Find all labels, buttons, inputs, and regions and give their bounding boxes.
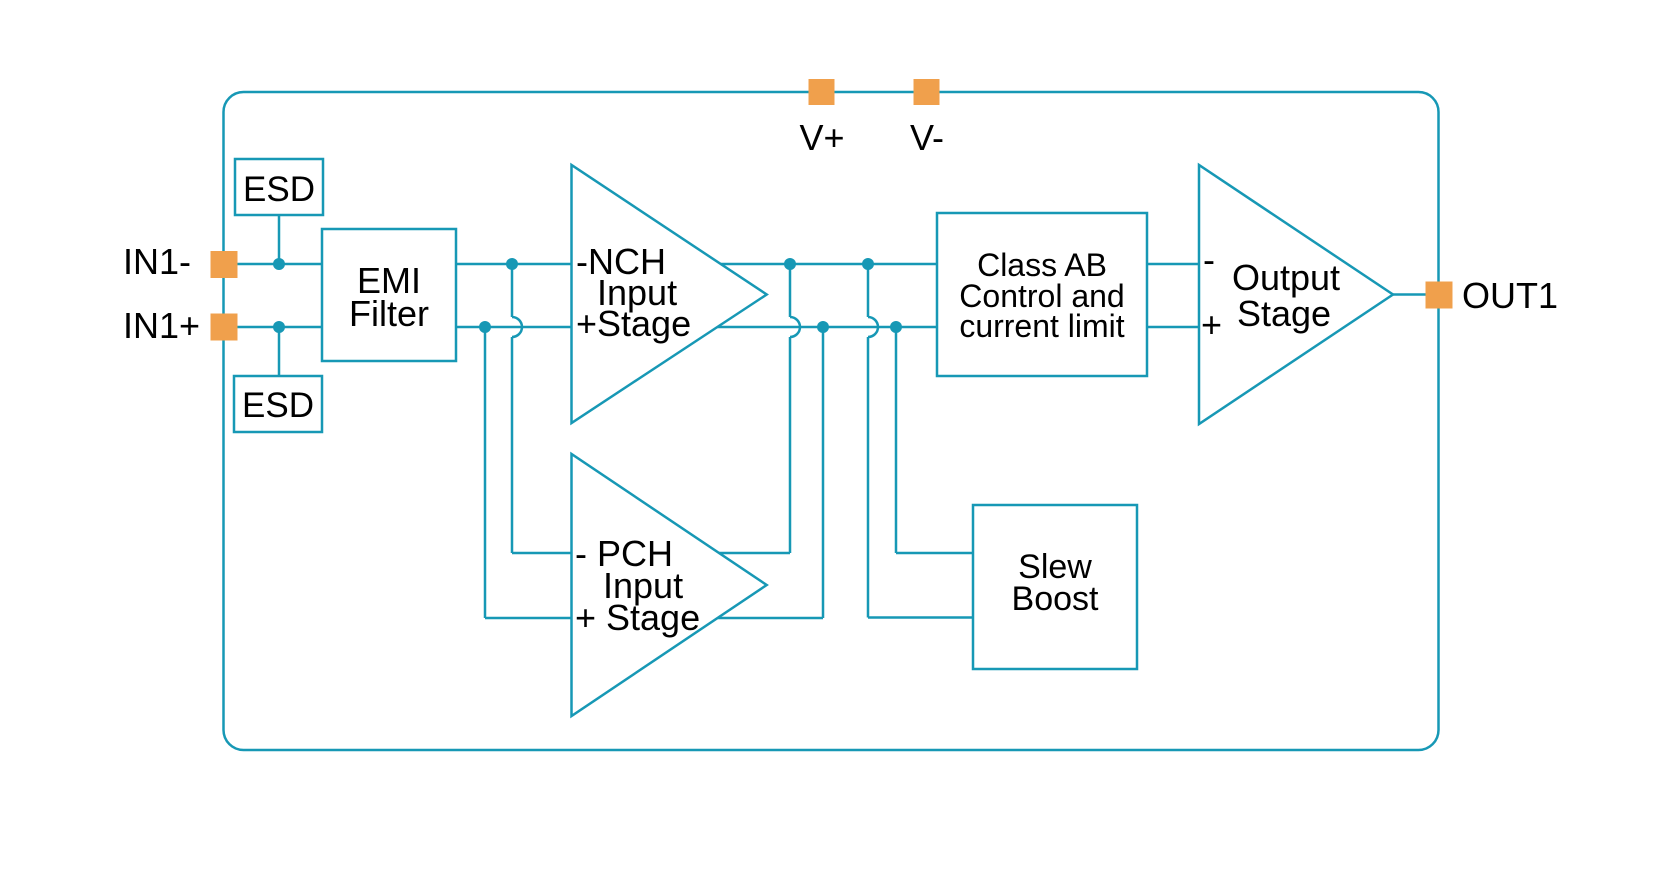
pin-label-v-plus: V+ (799, 117, 844, 158)
wire-hop (867, 315, 880, 339)
nch-label-line1: -NCH (576, 241, 666, 282)
nch-label-line3: +Stage (576, 303, 691, 344)
junction-dot (506, 258, 518, 270)
wire-hop (789, 315, 802, 339)
junction-dot (273, 258, 285, 270)
pin-label-v-minus: V- (910, 117, 944, 158)
labels: V+ V- IN1- IN1+ OUT1 ESD ESD EMI Filter … (123, 117, 1558, 638)
esd-bottom-label: ESD (242, 386, 314, 425)
blocks (232, 157, 1396, 719)
pad-v-minus (913, 79, 940, 105)
class-ab-label-line3: current limit (959, 308, 1124, 344)
esd-top-label: ESD (243, 170, 315, 209)
pad-in1-minus (210, 251, 238, 278)
esd-top-box (233, 157, 325, 217)
pads (210, 79, 1453, 341)
pad-v-plus (808, 79, 835, 105)
nch-input-stage-triangle (570, 162, 769, 426)
esd-bottom-box (232, 374, 324, 434)
pad-in1-plus (210, 313, 238, 341)
output-stage-minus-sign: - (1203, 239, 1215, 280)
junction-dots (273, 258, 902, 333)
emi-filter-label-line1: EMI (357, 260, 421, 301)
pch-input-stage-triangle (570, 451, 769, 719)
junction-dot (862, 258, 874, 270)
class-ab-label-line2: Control and (959, 278, 1124, 314)
output-stage-plus-sign: + (1201, 304, 1222, 345)
chip-outline (222, 90, 1440, 752)
junction-dot (817, 321, 829, 333)
slew-boost-label-line1: Slew (1018, 548, 1092, 586)
pad-out1 (1425, 281, 1453, 309)
output-stage-label-line2: Stage (1237, 293, 1331, 334)
slew-boost-box (971, 503, 1139, 671)
class-ab-box (935, 211, 1149, 378)
nch-label-line2: Input (597, 272, 677, 313)
junction-dot (784, 258, 796, 270)
emi-filter-label-line2: Filter (349, 293, 429, 334)
output-stage-triangle (1197, 162, 1396, 427)
slew-boost-label-line2: Boost (1012, 580, 1099, 618)
junction-dot (479, 321, 491, 333)
emi-filter-box (320, 227, 458, 363)
wire-hop (511, 315, 524, 339)
pch-label-line3: + Stage (575, 597, 700, 638)
output-stage-label-line1: Output (1232, 257, 1340, 298)
pch-label-line1: - PCH (575, 533, 673, 574)
pin-label-out1: OUT1 (1462, 275, 1558, 316)
pch-label-line2: Input (603, 565, 683, 606)
junction-dot (890, 321, 902, 333)
class-ab-label-line1: Class AB (977, 247, 1107, 283)
pin-label-in1-minus: IN1- (123, 241, 191, 282)
pin-label-in1-plus: IN1+ (123, 305, 200, 346)
junction-dot (273, 321, 285, 333)
